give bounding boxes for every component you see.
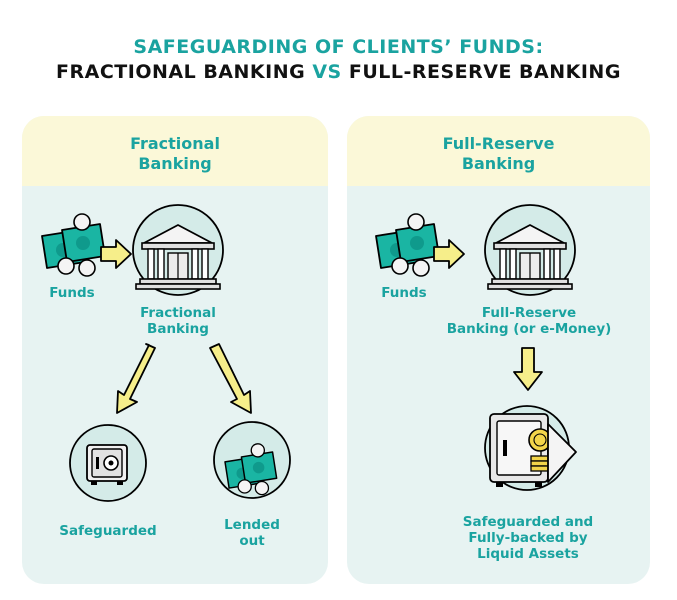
result-label: Safeguarded and Fully-backed by Liquid A… — [462, 514, 594, 562]
left-funds-label: Funds — [49, 285, 95, 301]
arrow-right-icon — [100, 239, 132, 269]
arrow-down-right-icon — [209, 343, 252, 414]
safeguarded-label: Safeguarded — [59, 523, 157, 539]
bank-icon — [132, 204, 224, 296]
title-vs: VS — [312, 61, 342, 83]
arrow-down-left-icon — [116, 343, 156, 414]
right-bank-label: Full-Reserve Banking (or e-Money) — [446, 305, 612, 337]
fractional-panel-header — [22, 116, 328, 186]
arrow-right-icon — [433, 239, 465, 269]
fractional-panel: Fractional Banking — [22, 116, 328, 584]
full-reserve-panel: Full-Reserve Banking — [347, 116, 650, 584]
title-full-reserve: FULL-RESERVE BANKING — [348, 61, 621, 83]
money-icon — [375, 213, 440, 277]
full-reserve-panel-header — [347, 116, 650, 186]
title-fractional: FRACTIONAL BANKING — [56, 61, 306, 83]
money-icon — [41, 213, 106, 277]
lended-money-icon — [213, 421, 291, 499]
lended-out-label: Lended out — [224, 517, 280, 549]
title-line-1: SAFEGUARDING OF CLIENTS’ FUNDS: — [133, 36, 544, 58]
title-line-2: FRACTIONAL BANKING VS FULL-RESERVE BANKI… — [0, 61, 677, 83]
vault-with-gold-icon — [484, 405, 577, 491]
right-funds-label: Funds — [381, 285, 427, 301]
fractional-panel-title: Fractional Banking — [130, 134, 220, 173]
full-reserve-panel-title: Full-Reserve Banking — [442, 134, 555, 173]
left-bank-label: Fractional Banking — [140, 305, 216, 337]
arrow-down-icon — [513, 347, 543, 391]
safe-icon — [69, 424, 147, 502]
bank-icon — [484, 204, 576, 296]
